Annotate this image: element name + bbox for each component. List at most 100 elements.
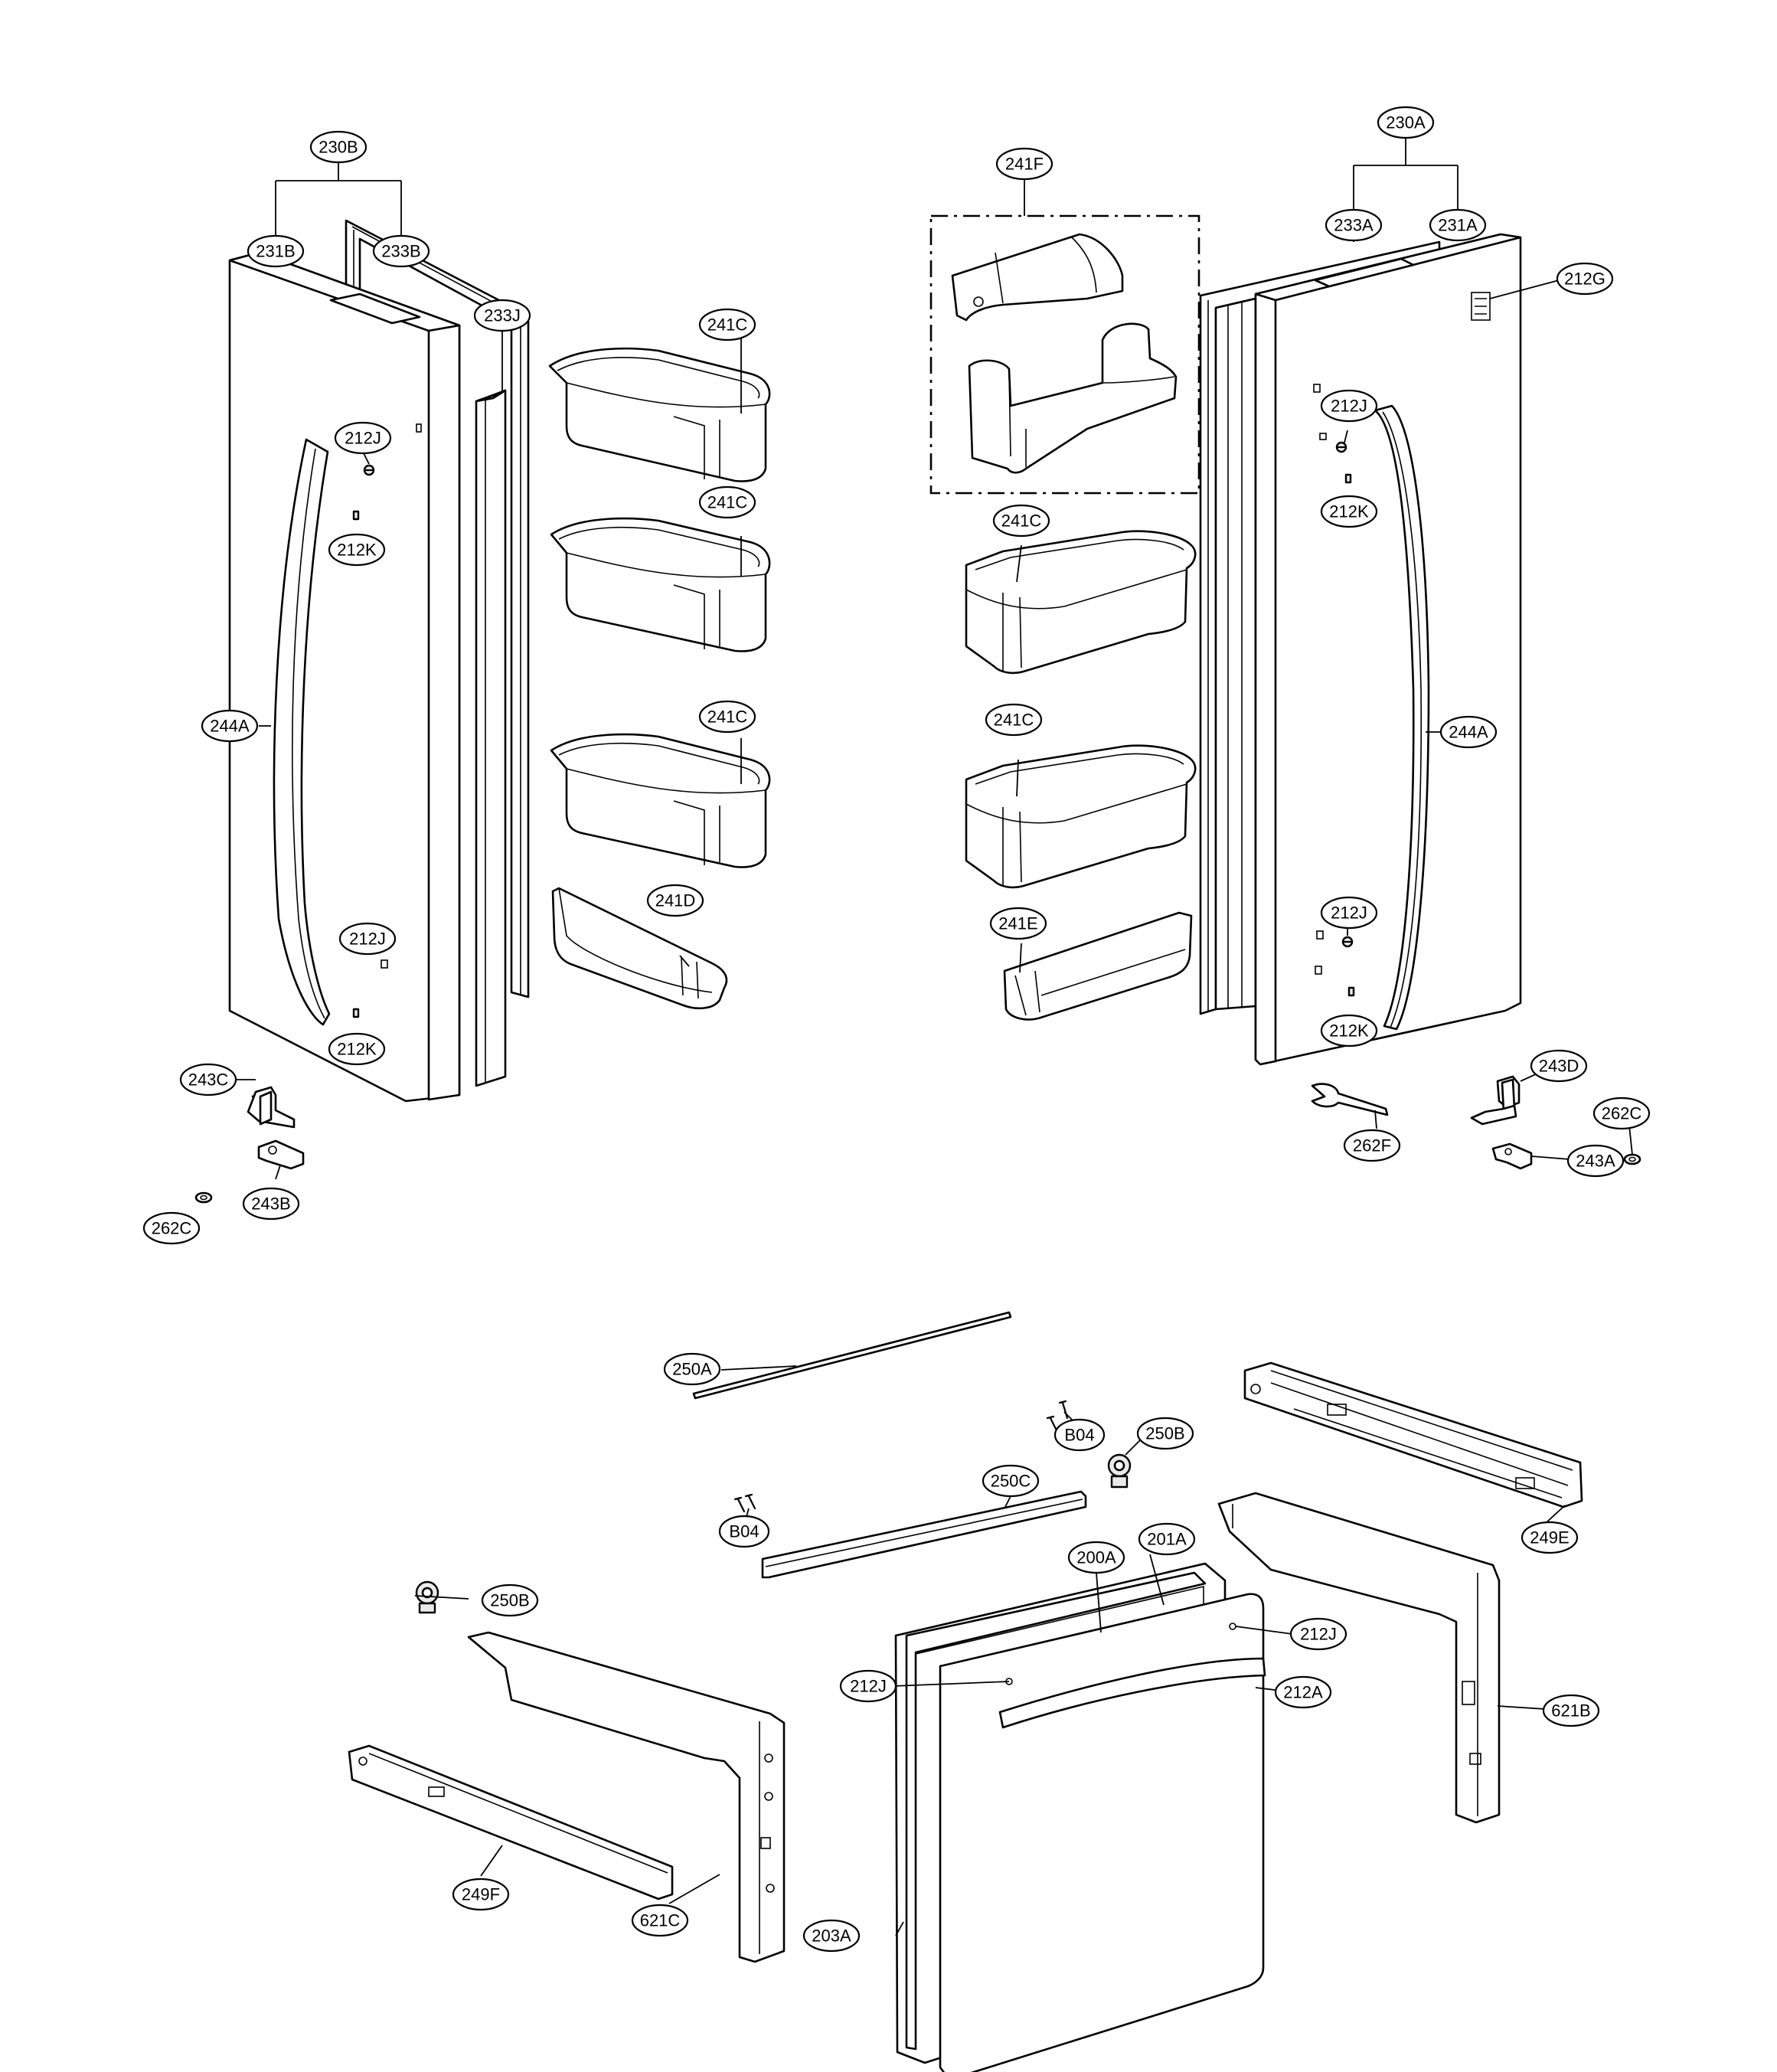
callout-621B: 621B — [1542, 1694, 1600, 1727]
callout-621C: 621C — [631, 1904, 689, 1937]
callout-230B: 230B — [309, 130, 367, 164]
callout-231A: 231A — [1429, 208, 1487, 242]
svg-text:250A: 250A — [672, 1360, 712, 1379]
door-bin-241E — [1003, 911, 1193, 1021]
callout-200A: 200A — [1067, 1541, 1125, 1574]
callout-B04-2: B04 — [718, 1515, 770, 1548]
callout-212J-drawer-2: 212J — [839, 1669, 897, 1703]
svg-text:241C: 241C — [707, 708, 748, 727]
bin-241F-tray — [968, 322, 1178, 474]
callout-241C-2: 241C — [698, 485, 756, 519]
svg-text:241C: 241C — [994, 711, 1034, 730]
bracket-621B — [1217, 1492, 1501, 1824]
left-door-handle — [273, 438, 331, 1026]
callout-262C-right: 262C — [1592, 1096, 1651, 1130]
callout-249F: 249F — [452, 1878, 510, 1911]
svg-text:233J: 233J — [484, 306, 521, 325]
svg-text:249F: 249F — [462, 1885, 500, 1904]
svg-text:212J: 212J — [850, 1677, 887, 1696]
svg-text:241C: 241C — [707, 493, 748, 512]
rail-249E — [1243, 1361, 1583, 1508]
svg-text:250B: 250B — [1145, 1424, 1184, 1443]
svg-text:231B: 231B — [256, 242, 295, 261]
svg-text:243A: 243A — [1576, 1152, 1615, 1171]
callout-241E: 241E — [989, 907, 1047, 940]
door-bin-241C-3 — [550, 733, 771, 868]
screw-B04-1 — [1058, 1400, 1069, 1420]
svg-text:241C: 241C — [707, 315, 748, 335]
callout-212J-right-1: 212J — [1320, 389, 1378, 423]
callout-212A: 212A — [1274, 1675, 1332, 1709]
badge-212G — [1471, 292, 1491, 321]
bracket-621C — [467, 1631, 786, 1963]
svg-text:250B: 250B — [490, 1591, 529, 1610]
callout-243B: 243B — [242, 1187, 300, 1221]
callout-250B-2: 250B — [481, 1583, 539, 1617]
door-bin-241C-2 — [550, 517, 771, 652]
svg-text:212K: 212K — [337, 541, 377, 560]
callout-243A: 243A — [1566, 1144, 1625, 1178]
svg-text:231A: 231A — [1438, 216, 1478, 235]
svg-text:621B: 621B — [1551, 1701, 1590, 1721]
svg-text:212J: 212J — [349, 930, 386, 949]
hinge-bracket-243A — [1491, 1142, 1533, 1170]
svg-text:262F: 262F — [1353, 1136, 1391, 1155]
svg-text:621C: 621C — [640, 1911, 681, 1930]
svg-text:241C: 241C — [1001, 511, 1042, 531]
svg-text:262C: 262C — [1602, 1104, 1642, 1123]
svg-text:B04: B04 — [729, 1522, 759, 1541]
callout-203A: 203A — [802, 1919, 861, 1953]
callout-250C: 250C — [982, 1464, 1040, 1498]
callout-233B: 233B — [372, 234, 430, 268]
leader-lines — [234, 135, 1633, 1936]
svg-text:212J: 212J — [1331, 397, 1367, 416]
left-door-bins — [548, 347, 771, 1010]
callout-212J-drawer-1: 212J — [1289, 1617, 1347, 1651]
svg-text:243C: 243C — [188, 1070, 229, 1090]
svg-text:233B: 233B — [381, 242, 420, 261]
gear-250B-right — [1107, 1453, 1132, 1489]
washer-262C-left — [194, 1191, 213, 1204]
callout-230A: 230A — [1377, 106, 1435, 139]
callout-241D: 241D — [646, 884, 704, 917]
svg-text:241D: 241D — [655, 891, 696, 910]
svg-text:212J: 212J — [345, 429, 381, 448]
callout-212J-left-2: 212J — [338, 922, 397, 956]
svg-text:262C: 262C — [152, 1219, 192, 1238]
callout-233A: 233A — [1325, 208, 1383, 242]
svg-text:212K: 212K — [1329, 1021, 1369, 1041]
callout-250B-1: 250B — [1136, 1417, 1194, 1450]
svg-text:250C: 250C — [991, 1472, 1031, 1491]
tool-262F — [1311, 1083, 1389, 1116]
svg-text:212K: 212K — [1329, 502, 1369, 521]
callout-231B: 231B — [247, 234, 305, 268]
svg-text:200A: 200A — [1076, 1548, 1116, 1567]
callout-212K-right-1: 212K — [1320, 495, 1378, 528]
drawer-assembly — [348, 1311, 1583, 2072]
right-door-handle — [1374, 404, 1430, 1031]
left-door-panel — [228, 251, 461, 1103]
crossbar-250C — [761, 1490, 1087, 1579]
callout-233J: 233J — [473, 299, 531, 332]
callout-201A: 201A — [1138, 1522, 1196, 1556]
callout-249E: 249E — [1521, 1521, 1579, 1554]
callout-244A-left: 244A — [201, 709, 259, 743]
svg-text:244A: 244A — [210, 717, 250, 736]
svg-text:212K: 212K — [337, 1040, 377, 1059]
callout-212J-right-2: 212J — [1320, 896, 1378, 930]
svg-text:243D: 243D — [1539, 1057, 1579, 1076]
callout-212K-left-1: 212K — [328, 533, 386, 567]
callout-241C-4: 241C — [992, 504, 1050, 538]
door-bin-241D — [551, 887, 728, 1010]
svg-text:B04: B04 — [1064, 1426, 1094, 1445]
svg-text:201A: 201A — [1147, 1530, 1187, 1549]
callout-241C-3: 241C — [698, 700, 756, 734]
svg-text:230B: 230B — [318, 138, 358, 157]
svg-text:241E: 241E — [998, 914, 1037, 933]
callout-250A: 250A — [663, 1352, 721, 1386]
callout-243D: 243D — [1530, 1049, 1588, 1083]
callout-243C: 243C — [179, 1063, 237, 1096]
callout-B04-1: B04 — [1053, 1418, 1106, 1452]
door-bin-241C-4 — [965, 530, 1197, 675]
